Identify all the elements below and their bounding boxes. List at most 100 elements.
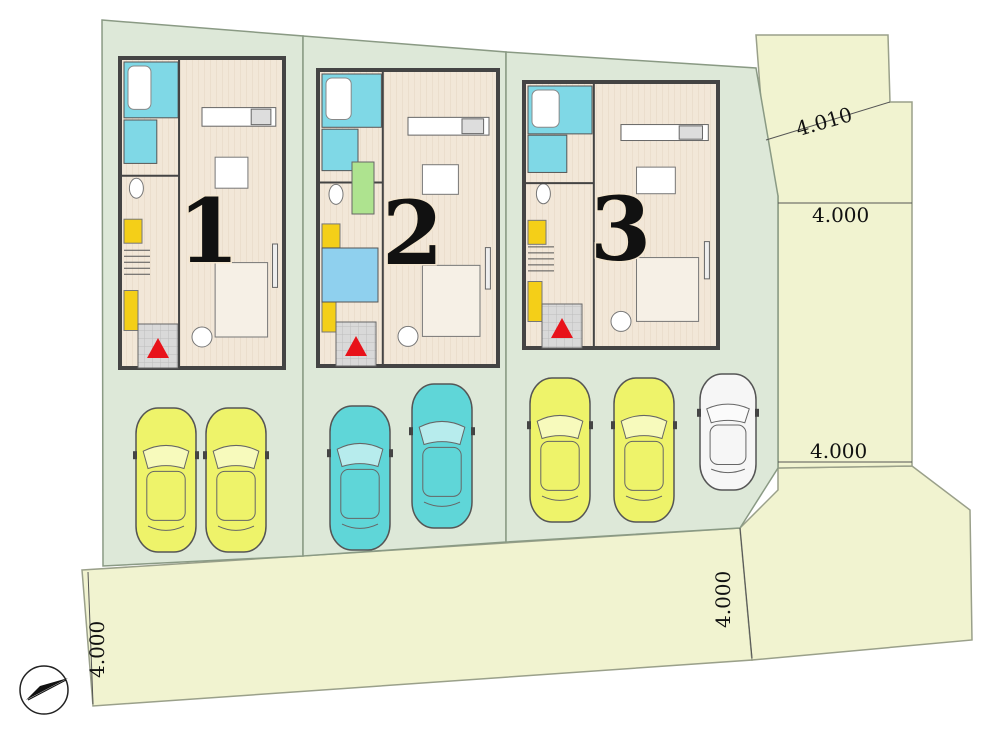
bathtub-icon <box>531 89 560 128</box>
house-lot-2-extras <box>321 161 379 303</box>
car-body <box>135 407 197 553</box>
car <box>327 405 393 551</box>
stove-icon <box>678 125 703 140</box>
side-mirror <box>133 451 137 460</box>
house-lot-2 <box>316 68 500 368</box>
road-area <box>81 34 973 707</box>
windshield <box>536 414 584 440</box>
dining-table <box>636 166 676 195</box>
bathtub-icon <box>127 65 152 110</box>
car <box>697 373 759 491</box>
windshield <box>212 444 260 470</box>
side-mirror <box>471 427 475 436</box>
stairs <box>124 249 150 275</box>
windshield <box>620 414 668 440</box>
car-body <box>699 373 757 491</box>
car <box>409 383 475 529</box>
road-bottom-right <box>739 465 973 661</box>
car-roof <box>422 446 462 497</box>
toilet-icon <box>128 177 144 199</box>
side-mirror <box>611 421 615 430</box>
lot-1-number: 1 <box>178 179 239 283</box>
windshield <box>336 442 384 468</box>
toilet-icon <box>535 183 551 205</box>
road-width-right-lower: 4.000 <box>810 439 867 463</box>
closet <box>527 281 543 322</box>
rear-window <box>541 495 579 501</box>
side-mirror <box>755 408 759 417</box>
dining-table <box>214 156 249 189</box>
road-width-bottom-vertical: 4.000 <box>711 571 735 628</box>
cars <box>133 373 759 553</box>
side-mirror <box>389 449 393 458</box>
side-mirror <box>327 449 331 458</box>
car-roof <box>340 468 380 519</box>
car-roof <box>624 440 664 491</box>
lot-3-number: 3 <box>590 177 651 281</box>
sofa <box>214 262 269 338</box>
side-mirror <box>409 427 413 436</box>
closet <box>123 290 139 331</box>
lot-2-number: 2 <box>382 181 443 285</box>
car-body <box>329 405 391 551</box>
car-body <box>205 407 267 553</box>
closet <box>321 223 341 249</box>
car <box>203 407 269 553</box>
entrance-marker-icon <box>147 338 169 358</box>
side-mirror <box>673 421 677 430</box>
sofa <box>421 264 481 337</box>
side-mirror <box>265 451 269 460</box>
round-table <box>610 310 632 332</box>
tv-board <box>484 247 491 290</box>
storage-shelf <box>351 161 375 215</box>
road-width-left-vertical: 4.000 <box>85 621 109 678</box>
rear-window <box>147 525 185 531</box>
windshield <box>142 444 190 470</box>
side-mirror <box>203 451 207 460</box>
car <box>133 407 199 553</box>
car-body <box>411 383 473 529</box>
side-mirror <box>697 408 701 417</box>
tv-board <box>703 241 710 280</box>
house-lot-1 <box>118 56 286 370</box>
washroom <box>123 119 158 164</box>
car-roof <box>146 470 186 521</box>
windshield <box>418 420 466 446</box>
toilet-icon <box>328 183 344 205</box>
rear-window <box>625 495 663 501</box>
tv-board <box>272 243 279 288</box>
bathtub-icon <box>325 77 352 120</box>
lot-numbers: 1 2 3 <box>177 176 653 287</box>
compass-icon <box>19 665 69 715</box>
closet <box>527 219 547 245</box>
light-well <box>321 247 379 303</box>
dining-table <box>421 164 459 195</box>
side-mirror <box>527 421 531 430</box>
stairs <box>528 246 554 272</box>
house-lot-3 <box>522 80 720 350</box>
car-body <box>613 377 675 523</box>
road-right <box>755 34 913 469</box>
rear-window <box>217 525 255 531</box>
side-mirror <box>589 421 593 430</box>
round-table <box>191 326 213 348</box>
entrance-marker-icon <box>345 336 367 356</box>
car-roof <box>216 470 256 521</box>
road-width-right-upper: 4.000 <box>812 203 869 227</box>
sofa <box>636 257 700 322</box>
stove-icon <box>461 118 485 135</box>
road-dimensions: 4.010 4.000 4.000 4.000 4.000 <box>85 101 912 705</box>
houses <box>118 56 720 370</box>
round-table <box>397 325 419 347</box>
car-roof <box>540 440 580 491</box>
rear-window <box>423 501 461 507</box>
rear-window <box>341 523 379 529</box>
car <box>527 377 593 523</box>
rear-window <box>711 468 745 474</box>
entrance-marker-icon <box>551 318 573 338</box>
washroom <box>527 134 568 173</box>
car-body <box>529 377 591 523</box>
car <box>611 377 677 523</box>
closet <box>123 218 143 244</box>
